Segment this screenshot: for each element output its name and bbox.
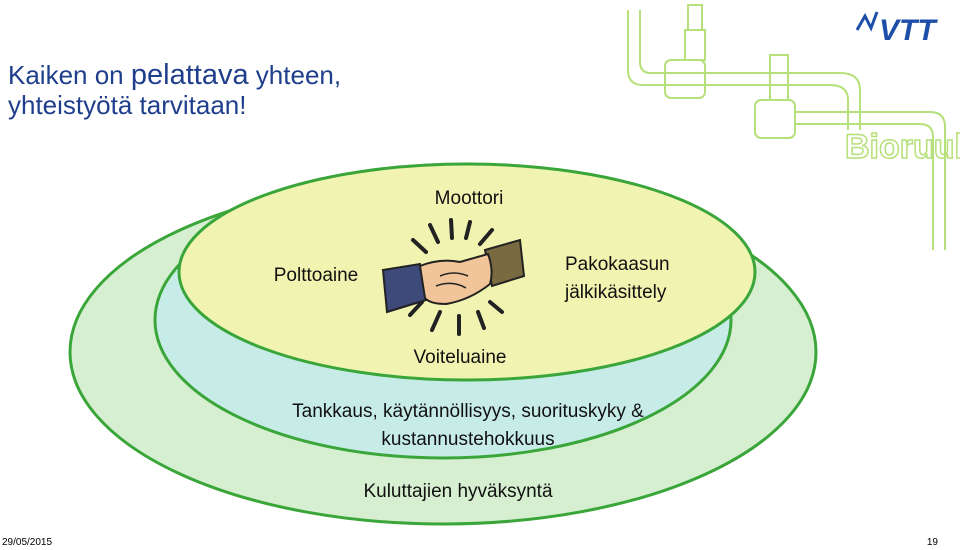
logo-text: VTT: [879, 14, 938, 44]
label-kustannustehokkuus: kustannustehokkuus: [381, 429, 554, 450]
pipe-illustration: Bioruukki: [627, 4, 960, 250]
label-pakokaasun: Pakokaasun: [565, 254, 670, 275]
label-tankkaus: Tankkaus, käytännöllisyys, suorituskyky …: [292, 401, 644, 422]
slide-title: Kaiken on pelattava yhteen, yhteistyötä …: [8, 60, 341, 120]
title-emphasis: pelattava: [130, 59, 249, 91]
label-kuluttajien: Kuluttajien hyväksyntä: [363, 481, 552, 502]
label-moottori: Moottori: [435, 188, 504, 209]
wave-icon: [855, 11, 879, 32]
watermark-text: Bioruukki: [845, 128, 960, 166]
handshake-icon: [381, 218, 526, 336]
label-polttoaine: Polttoaine: [274, 265, 359, 286]
footer-date: 29/05/2015: [2, 537, 53, 548]
label-voiteluaine: Voiteluaine: [414, 347, 507, 368]
title-part1: Kaiken on: [8, 60, 131, 90]
vtt-logo: VTT: [855, 11, 938, 44]
label-jalkikasittely: jälkikäsittely: [564, 282, 667, 303]
page-number: 19: [926, 537, 938, 548]
title-line2: yhteistyötä tarvitaan!: [8, 90, 247, 120]
title-part2: yhteen,: [248, 60, 342, 90]
